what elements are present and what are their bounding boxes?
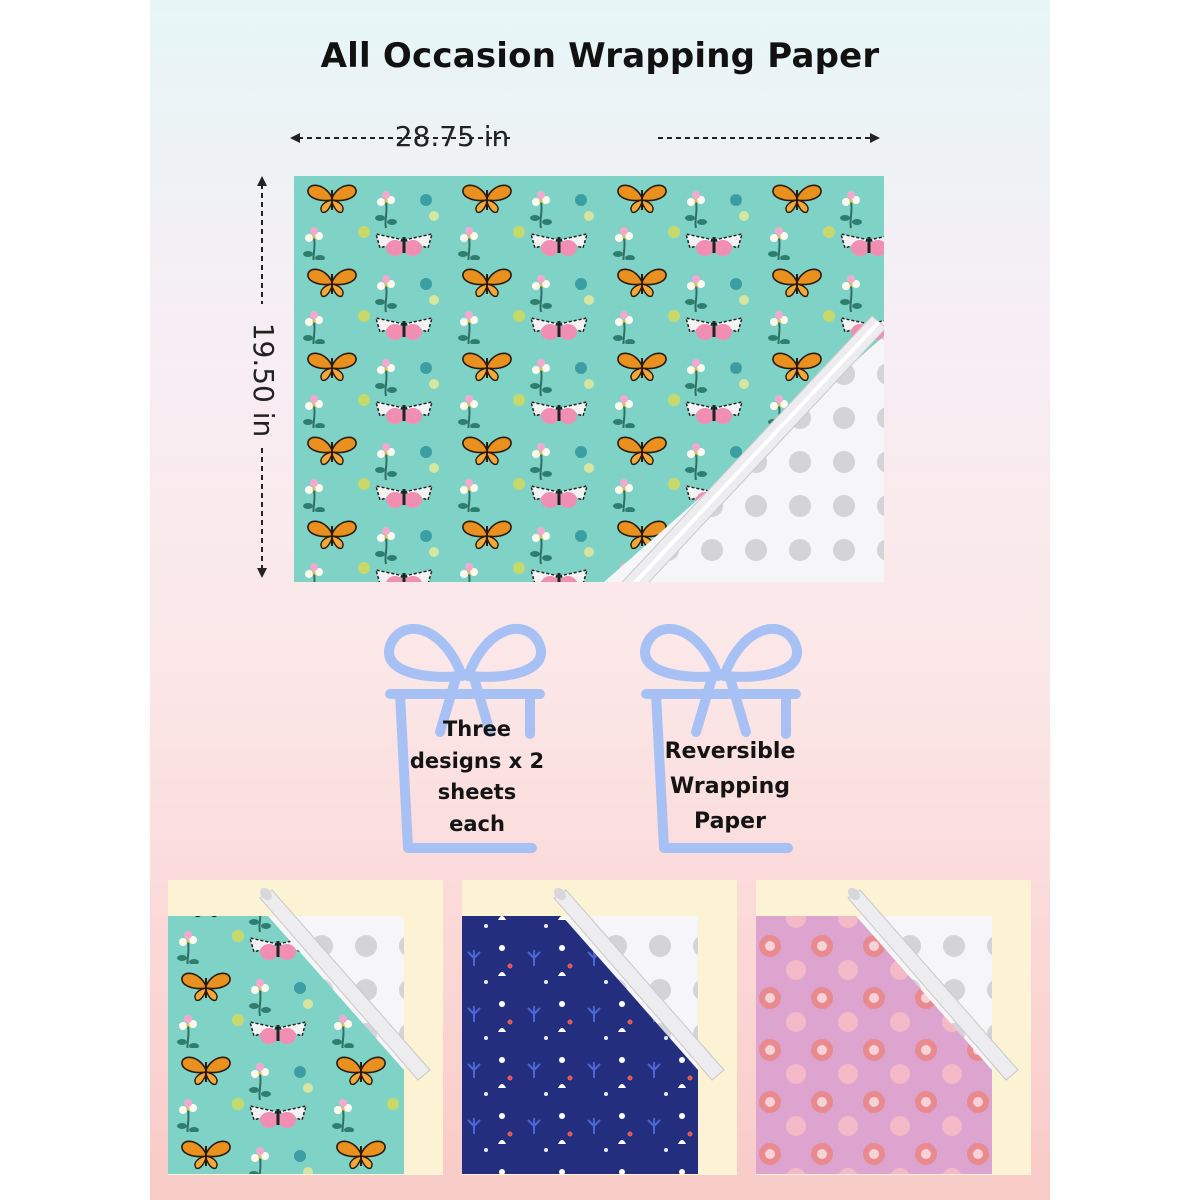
width-label: 28.75 in: [394, 120, 510, 153]
paper-roll: [621, 315, 884, 582]
gift-icon: [639, 623, 803, 853]
feature-designs-text: Three designs x 2 sheets each: [409, 717, 545, 836]
height-dimension-arrow: [257, 176, 267, 578]
feature-reversible-text: Reversible Wrapping Paper: [664, 739, 796, 834]
wrapping-paper-sheet: [294, 176, 884, 582]
height-label: 19.50 in: [247, 322, 280, 438]
product-infographic: All Occasion Wrapping Paper 28.75 in 19.…: [150, 0, 1050, 1200]
design-thumbnail-pink-dots: [756, 880, 1031, 1175]
page-title: All Occasion Wrapping Paper: [320, 36, 880, 76]
gift-icon: [383, 623, 547, 853]
design-thumbnail-butterfly: [168, 880, 443, 1175]
design-thumbnail-navy-floral: [462, 880, 737, 1175]
width-dimension-arrow: [290, 133, 880, 143]
